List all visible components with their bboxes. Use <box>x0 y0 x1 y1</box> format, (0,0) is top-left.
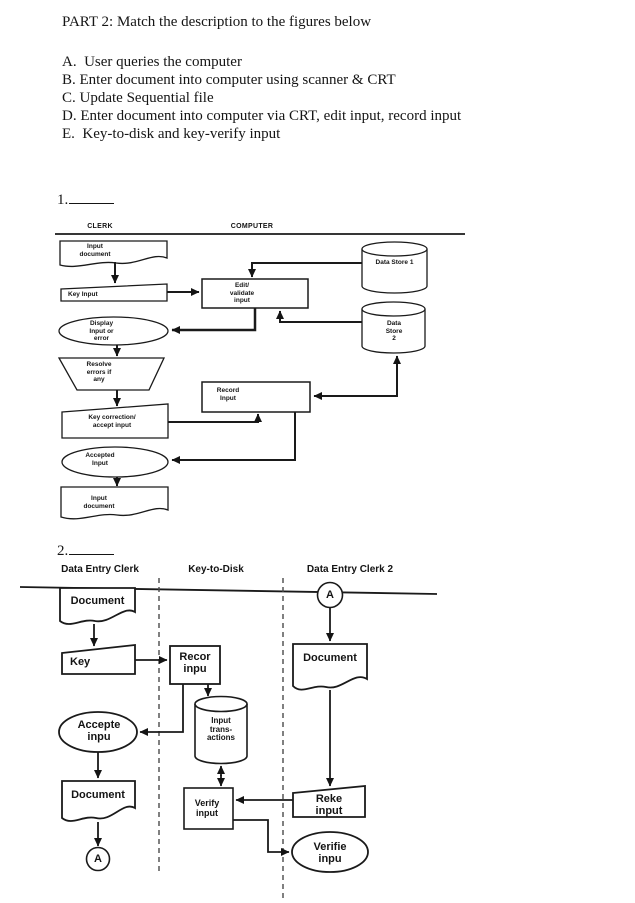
fig1-data-store-2-shape <box>361 301 426 354</box>
option-e: E. Key-to-disk and key-verify input <box>62 126 281 142</box>
option-b: B. Enter document into computer using sc… <box>62 72 396 88</box>
fig1-accepted-input-label: Accepted Input <box>85 452 115 467</box>
fig1-data-store-1-shape <box>361 241 428 294</box>
fig2-answer-blank <box>69 541 115 555</box>
fig1-key-input-label: Key Input <box>68 291 98 298</box>
fig2-lane-data-entry-clerk-label: Data Entry Clerk <box>61 564 139 575</box>
fig1-input-document-top-shape <box>59 240 168 268</box>
fig1-input-document-bottom-label: Input document <box>83 495 115 510</box>
fig2-number: 2. <box>57 541 115 560</box>
fig1-answer-blank <box>69 190 115 204</box>
option-d: D. Enter document into computer via CRT,… <box>62 108 462 124</box>
fig1-lane-clerk-label: CLERK <box>87 223 113 230</box>
fig1-accepted-input-shape <box>61 446 169 478</box>
fig1-data-store-1-label: Data Store 1 <box>375 259 414 266</box>
fig1-lane-computer-label: COMPUTER <box>230 223 274 230</box>
fig1-number-text: 1. <box>57 192 69 208</box>
fig2-document-right-label: Document <box>303 652 357 664</box>
fig1-connectors <box>111 262 401 487</box>
fig1-number: 1. <box>57 190 115 209</box>
page-title: PART 2: Match the description to the fig… <box>62 14 372 30</box>
fig1-data-store-2-label: Data Store 2 <box>385 320 403 342</box>
fig2-input-transactions-label: Input trans- actions <box>206 716 235 742</box>
fig1-record-input-shape <box>201 381 311 413</box>
fig1-resolve-errors-label: Resolve errors if any <box>86 361 112 383</box>
fig2-lane-data-entry-clerk-2-label: Data Entry Clerk 2 <box>306 564 394 575</box>
fig1-display-label: Display Input or error <box>89 320 114 342</box>
fig2-document-bottom-label: Document <box>71 789 125 801</box>
fig2-record-input-label: Recor inpu <box>179 651 211 675</box>
fig2-diagram <box>19 578 438 900</box>
fig1-input-document-bottom-shape <box>60 486 169 520</box>
fig2-rekey-input-label: Reke input <box>315 793 343 817</box>
fig2-connector-a-left-shape <box>85 846 111 872</box>
fig1-key-correction-shape <box>61 403 169 439</box>
fig1-key-correction-label: Key correction/ accept input <box>88 414 136 429</box>
fig2-document-top-shape <box>59 587 136 625</box>
fig2-document-top-label: Document <box>70 595 125 607</box>
fig2-number-text: 2. <box>57 543 69 559</box>
fig2-lane-key-to-disk-label: Key-to-Disk <box>188 564 244 575</box>
option-a: A. User queries the computer <box>62 54 242 70</box>
fig2-connectors <box>90 607 334 856</box>
fig2-connector-a-right-label: A <box>326 589 334 601</box>
fig2-verified-input-shape <box>291 831 369 873</box>
fig2-accepted-input-label: Accepte inpu <box>77 719 121 743</box>
fig1-diagram <box>55 233 465 520</box>
fig2-rekey-input-shape <box>292 785 366 818</box>
fig2-verify-input-shape <box>183 787 234 830</box>
fig2-document-bottom-shape <box>61 780 136 822</box>
fig1-resolve-errors-shape <box>57 357 166 391</box>
fig2-key-label: Key <box>70 656 91 668</box>
fig1-record-input-label: Record Input <box>216 387 240 402</box>
fig2-verified-input-label: Verifie inpu <box>313 841 347 865</box>
fig2-record-input-shape <box>169 645 221 685</box>
fig2-input-transactions-shape <box>194 695 248 765</box>
fig2-connector-a-left-label: A <box>94 853 102 865</box>
fig1-display-shape <box>58 316 169 346</box>
fig1-input-document-top-label: Input document <box>79 243 111 258</box>
option-c: C. Update Sequential file <box>62 90 214 106</box>
fig2-document-right-shape <box>292 643 368 691</box>
fig2-key-shape <box>61 643 136 675</box>
fig1-key-input-shape <box>60 283 168 302</box>
fig1-edit-validate-label: Edit/ validate input <box>229 282 255 304</box>
fig2-verify-input-label: Verify input <box>194 798 220 818</box>
